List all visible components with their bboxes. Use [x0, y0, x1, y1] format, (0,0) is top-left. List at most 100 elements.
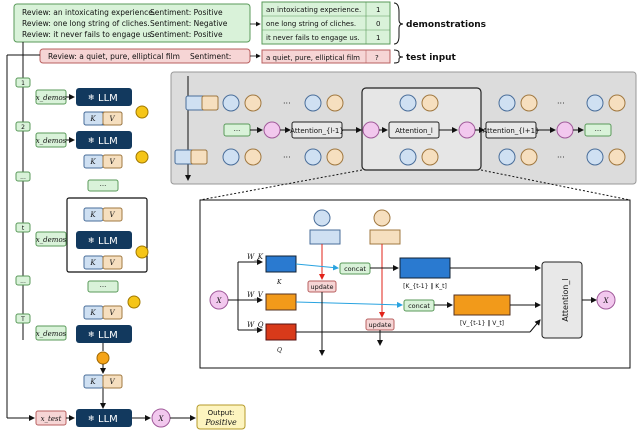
- svg-text:...: ...: [20, 278, 26, 285]
- x-demos-label-1: x_demos: [36, 94, 67, 102]
- demo-sentiment-3: Sentiment: Positive: [150, 30, 223, 39]
- svg-text:Q: Q: [277, 347, 282, 354]
- svg-text:K: K: [276, 279, 282, 286]
- demonstrations-label: demonstrations: [406, 20, 486, 30]
- left-pipeline: 1 x_demos ❄ LLM K V 2 x_demos ❄ LLM K V …: [6, 42, 246, 430]
- step-label-T: T: [20, 316, 25, 323]
- demo-review-2: Review: one long string of cliches.: [22, 19, 150, 28]
- output-label: Output:: [208, 409, 235, 417]
- attention-prev-label: Attention_{l-1}: [290, 127, 344, 135]
- test-input-label: test input: [406, 53, 457, 63]
- demo-sentiment-1: Sentiment: Positive: [150, 8, 223, 17]
- svg-text:[V_{t-1} ‖ V_t]: [V_{t-1} ‖ V_t]: [460, 320, 504, 327]
- table-test-text: a quiet, pure, elliptical film: [266, 54, 360, 62]
- surprised-face-icon: [127, 295, 141, 309]
- test-review: Review: a quiet, pure, elliptical film: [48, 52, 180, 61]
- llm-label-t: LLM: [98, 236, 118, 247]
- output-x-node: [596, 290, 616, 310]
- test-prompt-box: Review: a quiet, pure, elliptical film S…: [39, 48, 251, 64]
- svg-text:K: K: [89, 158, 96, 166]
- attention-next-label: Attention_{l+1}: [483, 127, 540, 135]
- table-row-2-text: one long string of cliches.: [266, 20, 356, 28]
- svg-text:V: V: [109, 115, 115, 123]
- svg-text:···: ···: [100, 182, 107, 190]
- svg-text:X: X: [603, 297, 610, 305]
- table-test-label: ?: [375, 54, 379, 62]
- attention-cur-label: Attention_l: [395, 127, 433, 135]
- test-sentiment: Sentiment:: [190, 52, 231, 61]
- llm-label-T: LLM: [98, 330, 118, 341]
- table-row-2-label: 0: [376, 20, 380, 28]
- step-label-dots: ...: [20, 174, 26, 181]
- k-concat-matrix: [399, 257, 451, 279]
- svg-text:update: update: [311, 283, 334, 291]
- svg-text:V: V: [109, 158, 115, 166]
- v-matrix: [265, 293, 297, 311]
- svg-text:K: K: [89, 259, 96, 267]
- table-row-1-text: an intoxicating experience.: [266, 6, 361, 14]
- svg-text:···: ···: [234, 127, 241, 135]
- svg-text:K: K: [89, 309, 96, 317]
- demo-table: an intoxicating experience. 1 one long s…: [261, 1, 391, 45]
- svg-text:K: K: [89, 378, 96, 386]
- happy-face-icon: [135, 150, 149, 164]
- svg-text:X: X: [158, 415, 165, 423]
- wk-label: W_K: [247, 253, 264, 261]
- svg-text:···: ···: [557, 153, 565, 162]
- step-label-t: t: [22, 225, 25, 232]
- v-concat-matrix: [453, 294, 511, 316]
- table-row-1-label: 1: [376, 6, 380, 14]
- svg-text:···: ···: [283, 99, 291, 108]
- kv-row-top: ··· ···: [185, 94, 626, 112]
- demo-sentiment-2: Sentiment: Negative: [150, 19, 228, 28]
- happy-face-icon: [135, 105, 149, 119]
- table-row-3-label: 1: [376, 34, 380, 42]
- svg-text:concat: concat: [344, 265, 366, 273]
- fire-icon: [96, 351, 110, 365]
- llm-label-1: LLM: [98, 93, 118, 104]
- happy-face-icon: [135, 245, 149, 259]
- svg-text:V: V: [109, 259, 115, 267]
- svg-text:❄: ❄: [88, 330, 95, 339]
- attention-block-label: Attention_l: [561, 278, 570, 321]
- attention-detail-panel: X W_K W_V W_Q K Q update update concat c…: [199, 199, 631, 369]
- svg-text:K: K: [89, 115, 96, 123]
- q-matrix: [265, 323, 297, 341]
- svg-text:K: K: [89, 211, 96, 219]
- test-table-row: a quiet, pure, elliptical film ?: [261, 49, 391, 64]
- step-t-highlight: [66, 197, 148, 273]
- attention-row: ··· Attention_{l-1} Attention_l Attentio…: [223, 121, 612, 139]
- svg-text:V: V: [109, 211, 115, 219]
- wq-label: W_Q: [247, 321, 264, 329]
- llm-label-final: LLM: [98, 414, 118, 425]
- x-test-label: x_test: [41, 415, 62, 423]
- llm-label-2: LLM: [98, 136, 118, 147]
- svg-text:···: ···: [100, 283, 107, 291]
- svg-text:❄: ❄: [88, 414, 95, 423]
- svg-text:❄: ❄: [88, 136, 95, 145]
- svg-text:X: X: [216, 297, 223, 305]
- wv-label: W_V: [247, 291, 264, 299]
- x-demos-label-T: x_demos: [36, 330, 67, 338]
- k-matrix: [265, 255, 297, 273]
- svg-text:update: update: [369, 321, 392, 329]
- demo-review-1: Review: an intoxicating experience.: [22, 8, 155, 17]
- svg-text:❄: ❄: [88, 236, 95, 245]
- x-demos-label-t: x_demos: [36, 236, 67, 244]
- svg-text:V: V: [109, 378, 115, 386]
- output-value: Positive: [204, 418, 237, 427]
- step-label-1: 1: [21, 80, 25, 87]
- kv-row-bottom: ··· ···: [174, 148, 626, 166]
- demo-review-3: Review: it never fails to engage us.: [22, 30, 154, 39]
- step-label-2: 2: [21, 124, 25, 131]
- svg-text:···: ···: [595, 127, 602, 135]
- attention-layer-panel: ··· ··· ··· Attention_{l-1} Attention_l …: [170, 71, 637, 185]
- svg-text:concat: concat: [408, 302, 430, 310]
- svg-text:···: ···: [283, 153, 291, 162]
- svg-text:V: V: [109, 309, 115, 317]
- x-demos-label-2: x_demos: [36, 137, 67, 145]
- snowflake-icon: ❄: [88, 93, 95, 102]
- svg-text:[K_{t-1} ‖ K_t]: [K_{t-1} ‖ K_t]: [403, 283, 447, 290]
- output-box: [196, 404, 246, 430]
